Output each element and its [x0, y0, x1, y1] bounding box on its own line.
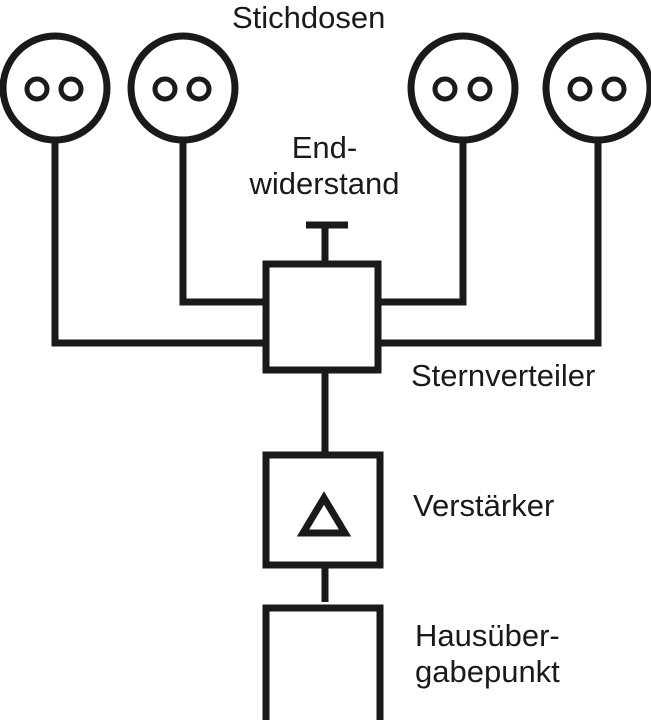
- outlet-hole: [186, 76, 212, 102]
- star-distributor-box: [262, 260, 382, 374]
- cable-outlet-1: [51, 140, 266, 347]
- cable-outlet-3: [378, 140, 467, 306]
- outlet-hole: [567, 76, 593, 102]
- cable-outlet-2: [179, 140, 266, 306]
- cable-outlet-4: [378, 140, 602, 347]
- outlet-hole: [601, 76, 627, 102]
- terminator-label-line1: End-: [291, 130, 358, 165]
- terminator-label-line2: widerstand: [249, 166, 400, 201]
- handover-point-label: Hausüber- gabepunkt: [415, 618, 560, 690]
- outlet-4: [542, 32, 651, 144]
- outlet-2: [127, 32, 239, 144]
- handover-label-line2: gabepunkt: [415, 654, 560, 689]
- outlet-hole: [432, 76, 458, 102]
- outlet-hole: [467, 76, 493, 102]
- outlet-hole: [152, 76, 178, 102]
- handover-label-line1: Hausüber-: [415, 618, 560, 653]
- outlet-hole: [24, 76, 50, 102]
- amplifier-triangle-icon: [296, 491, 352, 537]
- terminator-label: End- widerstand: [232, 130, 417, 202]
- amplifier-box: [262, 451, 384, 569]
- star-distributor-label: Sternverteiler: [411, 358, 596, 393]
- terminator-symbol: [306, 221, 348, 263]
- outlet-hole: [58, 76, 84, 102]
- outlet-1: [0, 32, 111, 144]
- outlets-label: Stichdosen: [232, 0, 386, 35]
- amplifier-label: Verstärker: [413, 488, 555, 523]
- handover-point-box: [262, 604, 384, 720]
- outlet-3: [407, 32, 519, 144]
